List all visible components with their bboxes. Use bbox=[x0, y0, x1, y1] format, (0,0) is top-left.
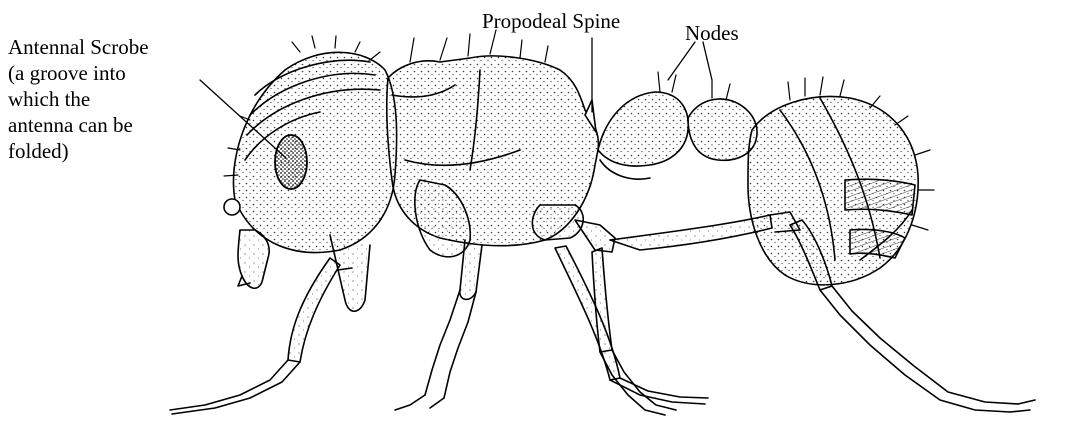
scrobe-line-4: antenna can be bbox=[8, 112, 149, 138]
label-nodes: Nodes bbox=[685, 20, 739, 46]
scrobe-line-3: which the bbox=[8, 86, 149, 112]
nodes-leader-line-postpetiole bbox=[703, 42, 712, 80]
head bbox=[233, 52, 396, 252]
mandible bbox=[238, 230, 269, 288]
postpetiole-node bbox=[688, 99, 757, 160]
mid-leg bbox=[532, 205, 583, 240]
scrobe-line-1: Antennal Scrobe bbox=[8, 34, 149, 60]
scrobe-line-5: folded) bbox=[8, 138, 149, 164]
antennal-scrobe bbox=[275, 135, 307, 189]
label-antennal-scrobe: Antennal Scrobe (a groove into which the… bbox=[8, 34, 149, 164]
nodes-leader-line-petiole bbox=[668, 42, 695, 80]
petiole-node bbox=[598, 92, 688, 166]
scrobe-line-2: (a groove into bbox=[8, 60, 149, 86]
label-propodeal-spine: Propodeal Spine bbox=[482, 8, 620, 34]
antenna bbox=[330, 235, 370, 311]
